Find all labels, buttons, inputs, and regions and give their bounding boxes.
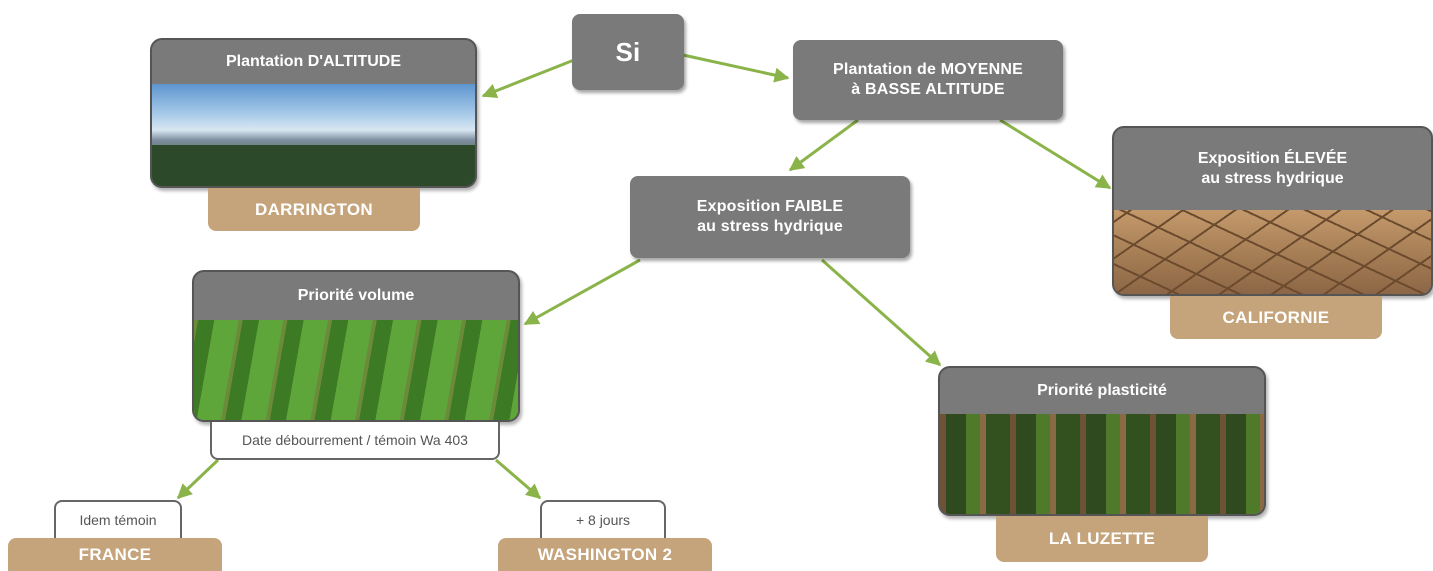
mountain-landscape-image [152,84,475,186]
arrow-si-to-altitude [481,58,575,99]
elevee-card: Exposition ÉLEVÉE au stress hydrique [1112,126,1433,296]
volume-title: Priorité volume [297,287,415,304]
washington-2-text: WASHINGTON 2 [537,544,673,564]
debourrement-note: Date débourrement / témoin Wa 403 [210,422,500,460]
volume-card: Priorité volume [192,270,520,422]
arrow-moyenne-to-elevee [999,118,1112,190]
californie-text: CALIFORNIE [1222,307,1330,327]
debourrement-note-text: Date débourrement / témoin Wa 403 [242,432,468,448]
cracked-soil-image [1114,210,1431,294]
plus-8-jours-note: + 8 jours [540,500,666,538]
arrow-si-to-moyenne [682,53,790,83]
washington-2-label: WASHINGTON 2 [498,538,712,571]
france-label: FRANCE [8,538,222,571]
moyenne-altitude-title: Plantation de MOYENNE à BASSE ALTITUDE [833,61,1023,98]
la-luzette-text: LA LUZETTE [1048,529,1156,548]
elevee-title: Exposition ÉLEVÉE au stress hydrique [1197,150,1348,187]
forest-image [940,414,1264,514]
arrow-note-to-left [176,458,220,500]
californie-label: CALIFORNIE [1170,296,1382,339]
arrow-moyenne-to-faible [788,118,859,172]
idem-temoin-text: Idem témoin [79,512,157,528]
darrington-label: DARRINGTON [208,188,420,231]
faible-exposition-title: Exposition FAIBLE au stress hydrique [696,198,844,235]
moyenne-altitude-box: Plantation de MOYENNE à BASSE ALTITUDE [793,40,1063,120]
plasticite-title: Priorité plasticité [1037,382,1167,399]
faible-exposition-box: Exposition FAIBLE au stress hydrique [630,176,910,258]
france-text: FRANCE [78,544,152,564]
arrow-note-to-right [495,458,542,500]
darrington-text: DARRINGTON [255,199,373,219]
plasticite-card: Priorité plasticité [938,366,1266,516]
altitude-title: Plantation D'ALTITUDE [225,53,402,70]
plus-8-jours-text: + 8 jours [575,512,631,528]
root-si-box: Si [572,14,684,90]
arrow-faible-to-plasticite [821,258,942,367]
altitude-card: Plantation D'ALTITUDE [150,38,477,188]
nursery-rows-image [194,320,518,420]
idem-temoin-note: Idem témoin [54,500,182,538]
root-si-label: Si [615,37,641,67]
arrow-faible-to-volume [523,258,641,326]
la-luzette-label: LA LUZETTE [996,516,1208,562]
